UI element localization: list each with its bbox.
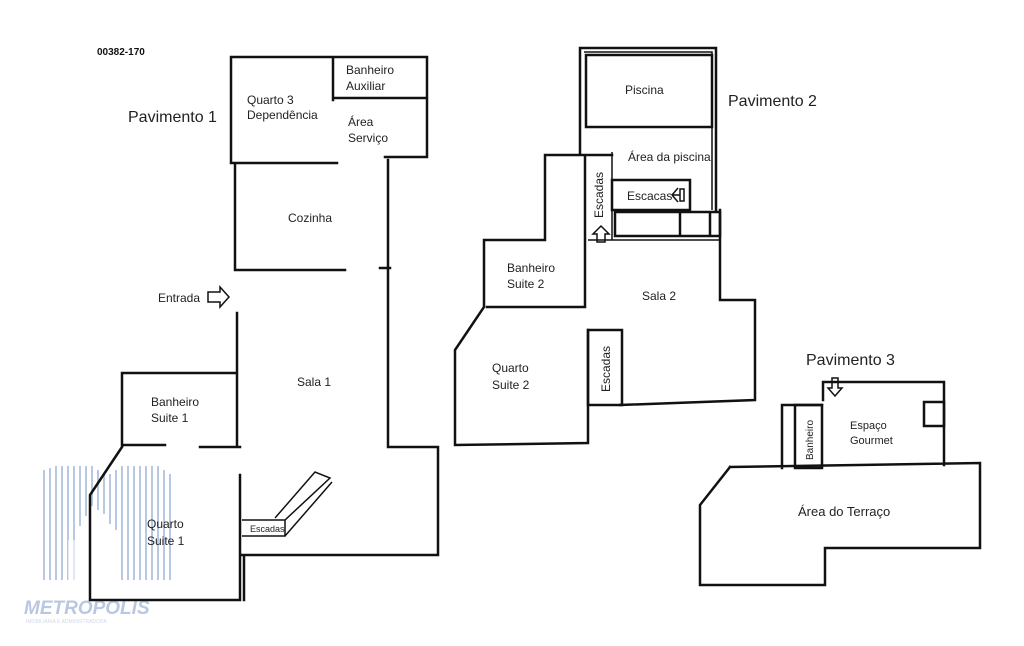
room-piscina: Piscina <box>625 83 664 97</box>
room-sala-2: Sala 2 <box>642 289 676 303</box>
room-banheiro-suite-1: Banheiro <box>151 395 199 409</box>
room-banheiro-suite-2: Banheiro <box>507 261 555 275</box>
pavimento-1-title: Pavimento 1 <box>128 109 217 126</box>
watermark-subtitle: IMOBILIÁRIA E ADMINISTRADORA <box>26 618 108 625</box>
pavimento-3-title: Pavimento 3 <box>806 352 895 369</box>
label-escacas: Escacas <box>627 189 672 203</box>
room-area-piscina: Área da piscina <box>628 149 711 164</box>
room-area-terraco: Área do Terraço <box>798 504 890 519</box>
room-quarto-suite-1: Quarto <box>147 517 184 531</box>
pavimento-2: Pavimento 2 Piscina Área da piscina Esca… <box>453 46 817 447</box>
label-escadas-1: Escadas <box>250 524 285 534</box>
label-escadas-2b: Escadas <box>599 346 613 392</box>
room-banheiro-auxiliar: Banheiro <box>346 63 394 77</box>
arrow-down-icon <box>826 377 844 398</box>
room-banheiro-3: Banheiro <box>805 420 816 460</box>
room-banheiro-suite-1-sub: Suite 1 <box>151 411 189 425</box>
label-entrada: Entrada <box>158 291 200 305</box>
room-banheiro-suite-2-sub: Suite 2 <box>507 277 545 291</box>
room-quarto-suite-2-sub: Suite 2 <box>492 378 530 392</box>
pavimento-2-title: Pavimento 2 <box>728 93 817 110</box>
room-sala-1: Sala 1 <box>297 375 331 389</box>
room-area-servico: Área <box>348 114 374 129</box>
room-quarto-3-sub: Dependência <box>247 108 318 122</box>
metropolis-logo-watermark: METROPOLIS IMOBILIÁRIA E ADMINISTRADORA <box>24 466 171 625</box>
plan-code: 00382-170 <box>97 47 145 58</box>
room-quarto-suite-2: Quarto <box>492 361 529 375</box>
room-area-servico-sub: Serviço <box>348 131 388 145</box>
piscina-outline <box>584 53 714 129</box>
room-quarto-suite-1-sub: Suite 1 <box>147 534 185 548</box>
room-quarto-3: Quarto 3 <box>247 93 294 107</box>
room-espaco-gourmet: Espaço <box>850 420 887 432</box>
pavimento-1: Pavimento 1 Quarto 3 Dependência Banheir… <box>88 55 440 602</box>
room-espaco-gourmet-sub: Gourmet <box>850 435 893 447</box>
room-banheiro-auxiliar-sub: Auxiliar <box>346 79 385 93</box>
room-cozinha: Cozinha <box>288 211 332 225</box>
entrada-arrow-icon <box>207 285 231 309</box>
label-escadas-2a: Escadas <box>592 172 606 218</box>
arrow-up-icon <box>591 224 611 243</box>
watermark-brand: METROPOLIS <box>24 598 150 619</box>
arrow-left-icon <box>671 187 685 203</box>
pavimento-3: Pavimento 3 Banheiro Espaço Gourmet Área… <box>698 352 982 587</box>
